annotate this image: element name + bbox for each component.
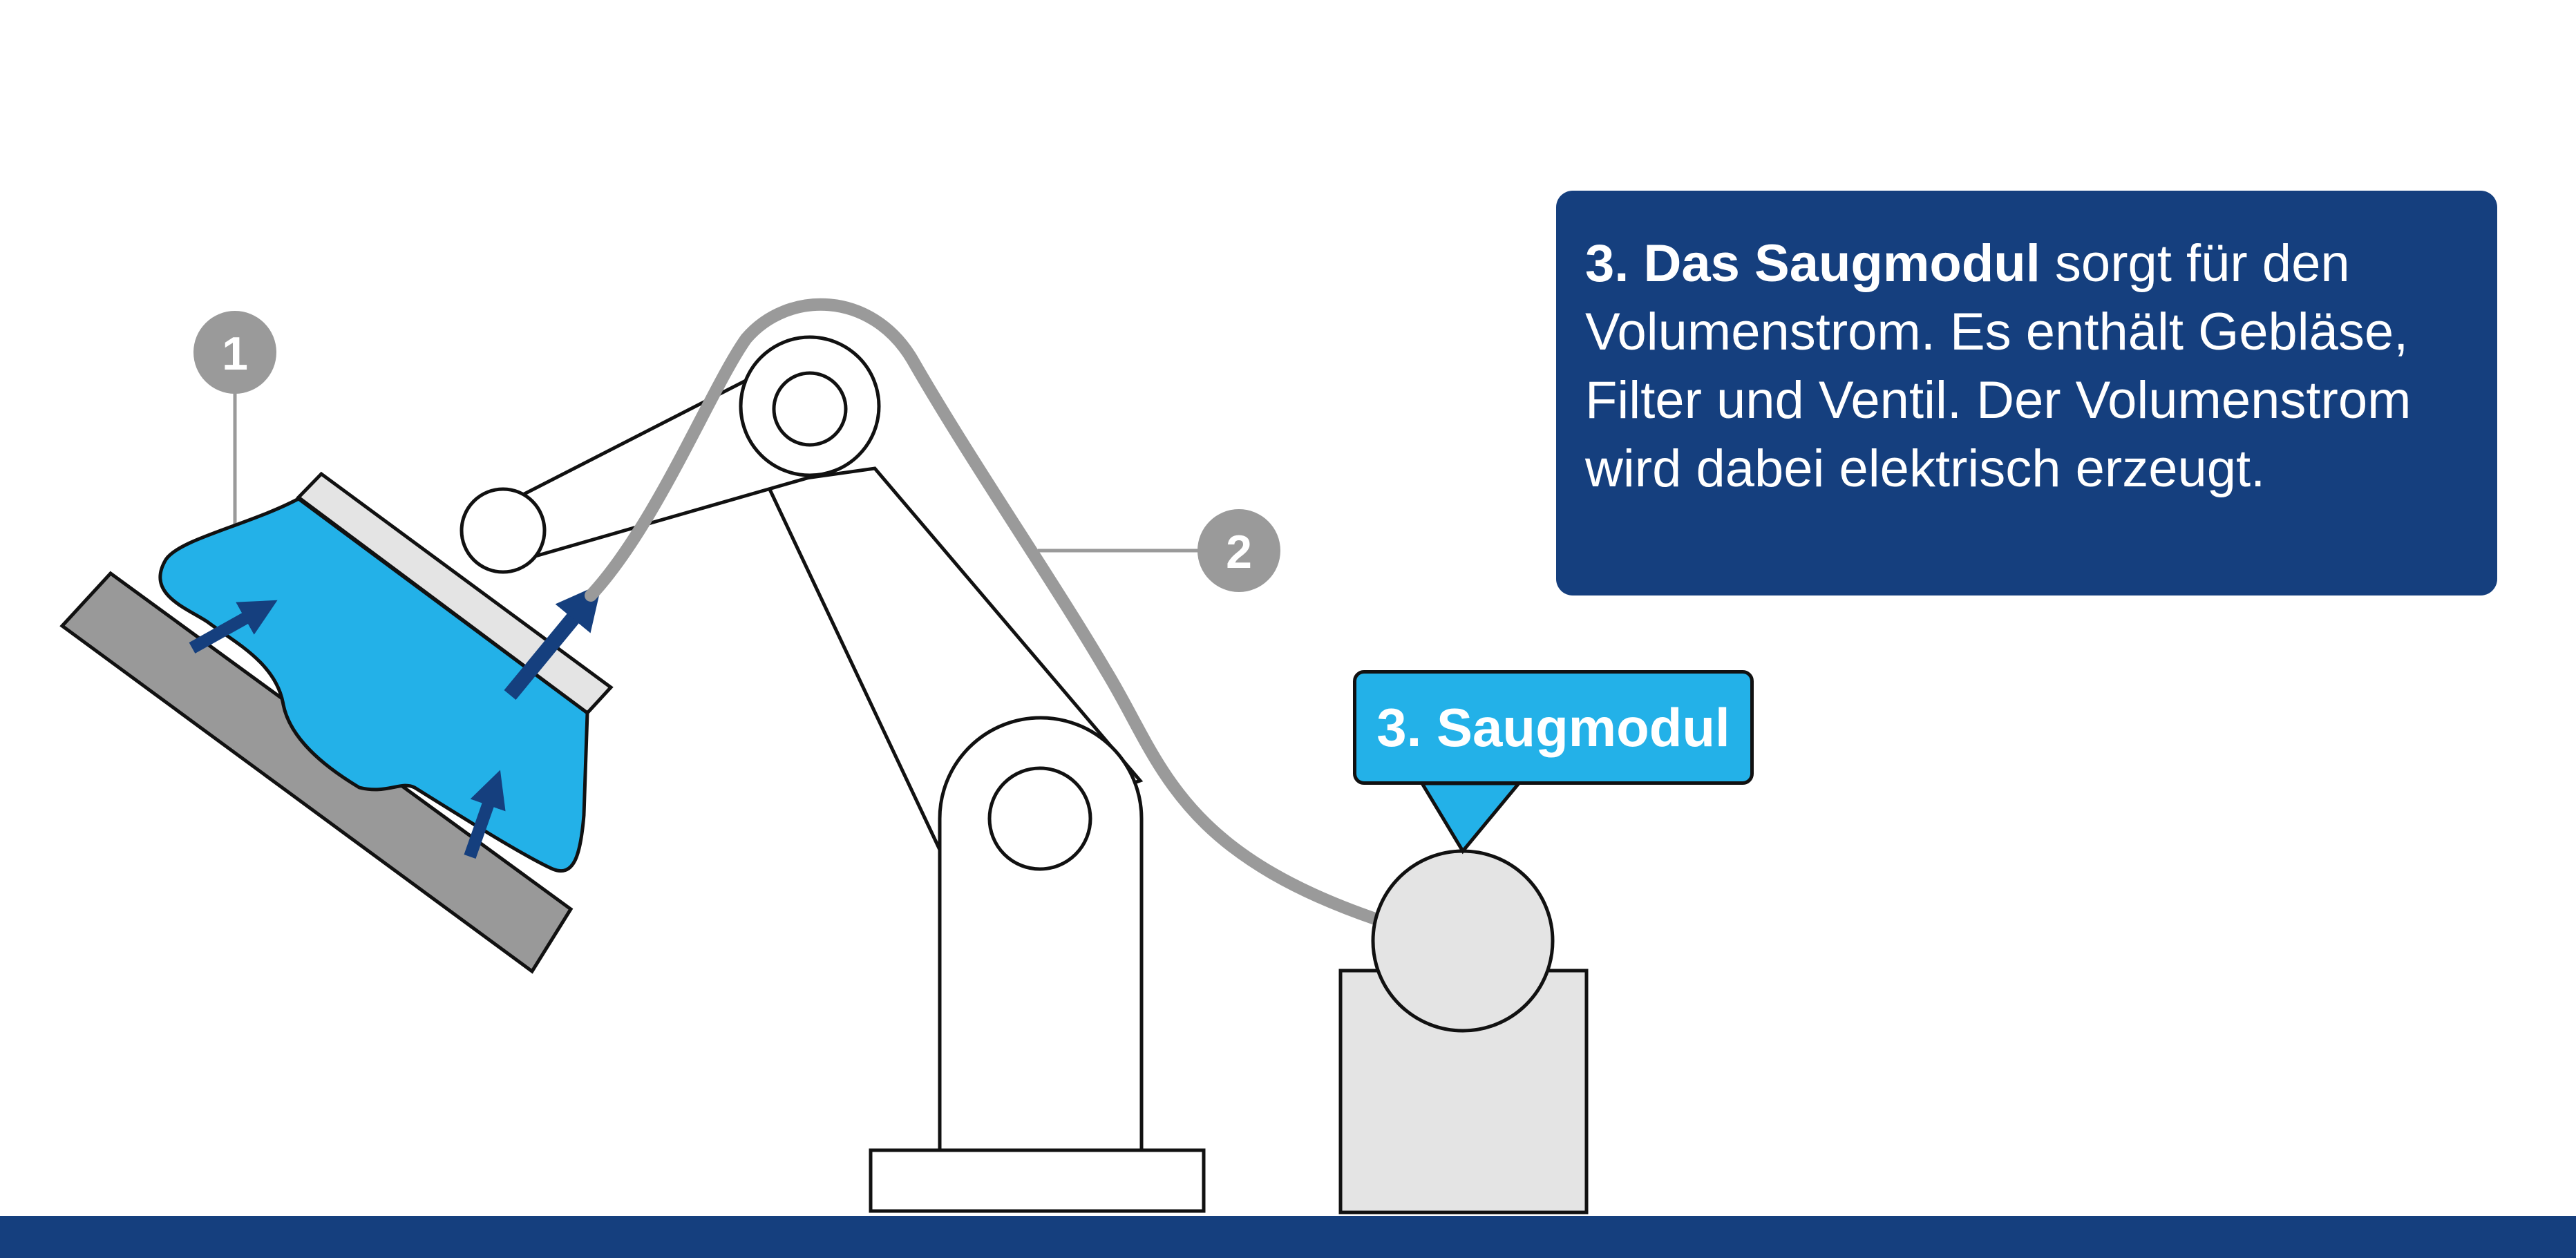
workpiece-plate xyxy=(59,571,574,974)
marker-2-label: 2 xyxy=(1226,526,1252,578)
marker-2-circle xyxy=(1197,509,1280,592)
vacuum-hose xyxy=(585,298,1381,925)
robot-shoulder-joint xyxy=(987,766,1092,871)
callout-label: 3. Saugmodul xyxy=(1376,696,1730,758)
suction-module-callout: 3. Saugmodul xyxy=(1353,670,1754,785)
marker-1-circle xyxy=(193,311,276,394)
info-box-text: sorgt für den Volumenstrom. Es enthält G… xyxy=(1585,234,2412,498)
flow-arrow-left xyxy=(189,600,278,654)
flow-arrow-bottom xyxy=(464,770,506,859)
marker-1-label: 1 xyxy=(222,327,248,380)
robot-elbow-joint-inner xyxy=(772,371,848,447)
robot-base xyxy=(869,1148,1206,1213)
suction-module-motor xyxy=(1371,849,1555,1033)
robot-wrist-joint xyxy=(460,487,547,574)
flow-arrow-hose xyxy=(504,583,602,700)
callout-pointer xyxy=(1419,781,1523,855)
info-box: 3. Das Saugmodul sorgt für den Volumenst… xyxy=(1556,191,2497,595)
info-box-title: 3. Das Saugmodul xyxy=(1585,234,2040,293)
footer-bar xyxy=(0,1216,2576,1258)
